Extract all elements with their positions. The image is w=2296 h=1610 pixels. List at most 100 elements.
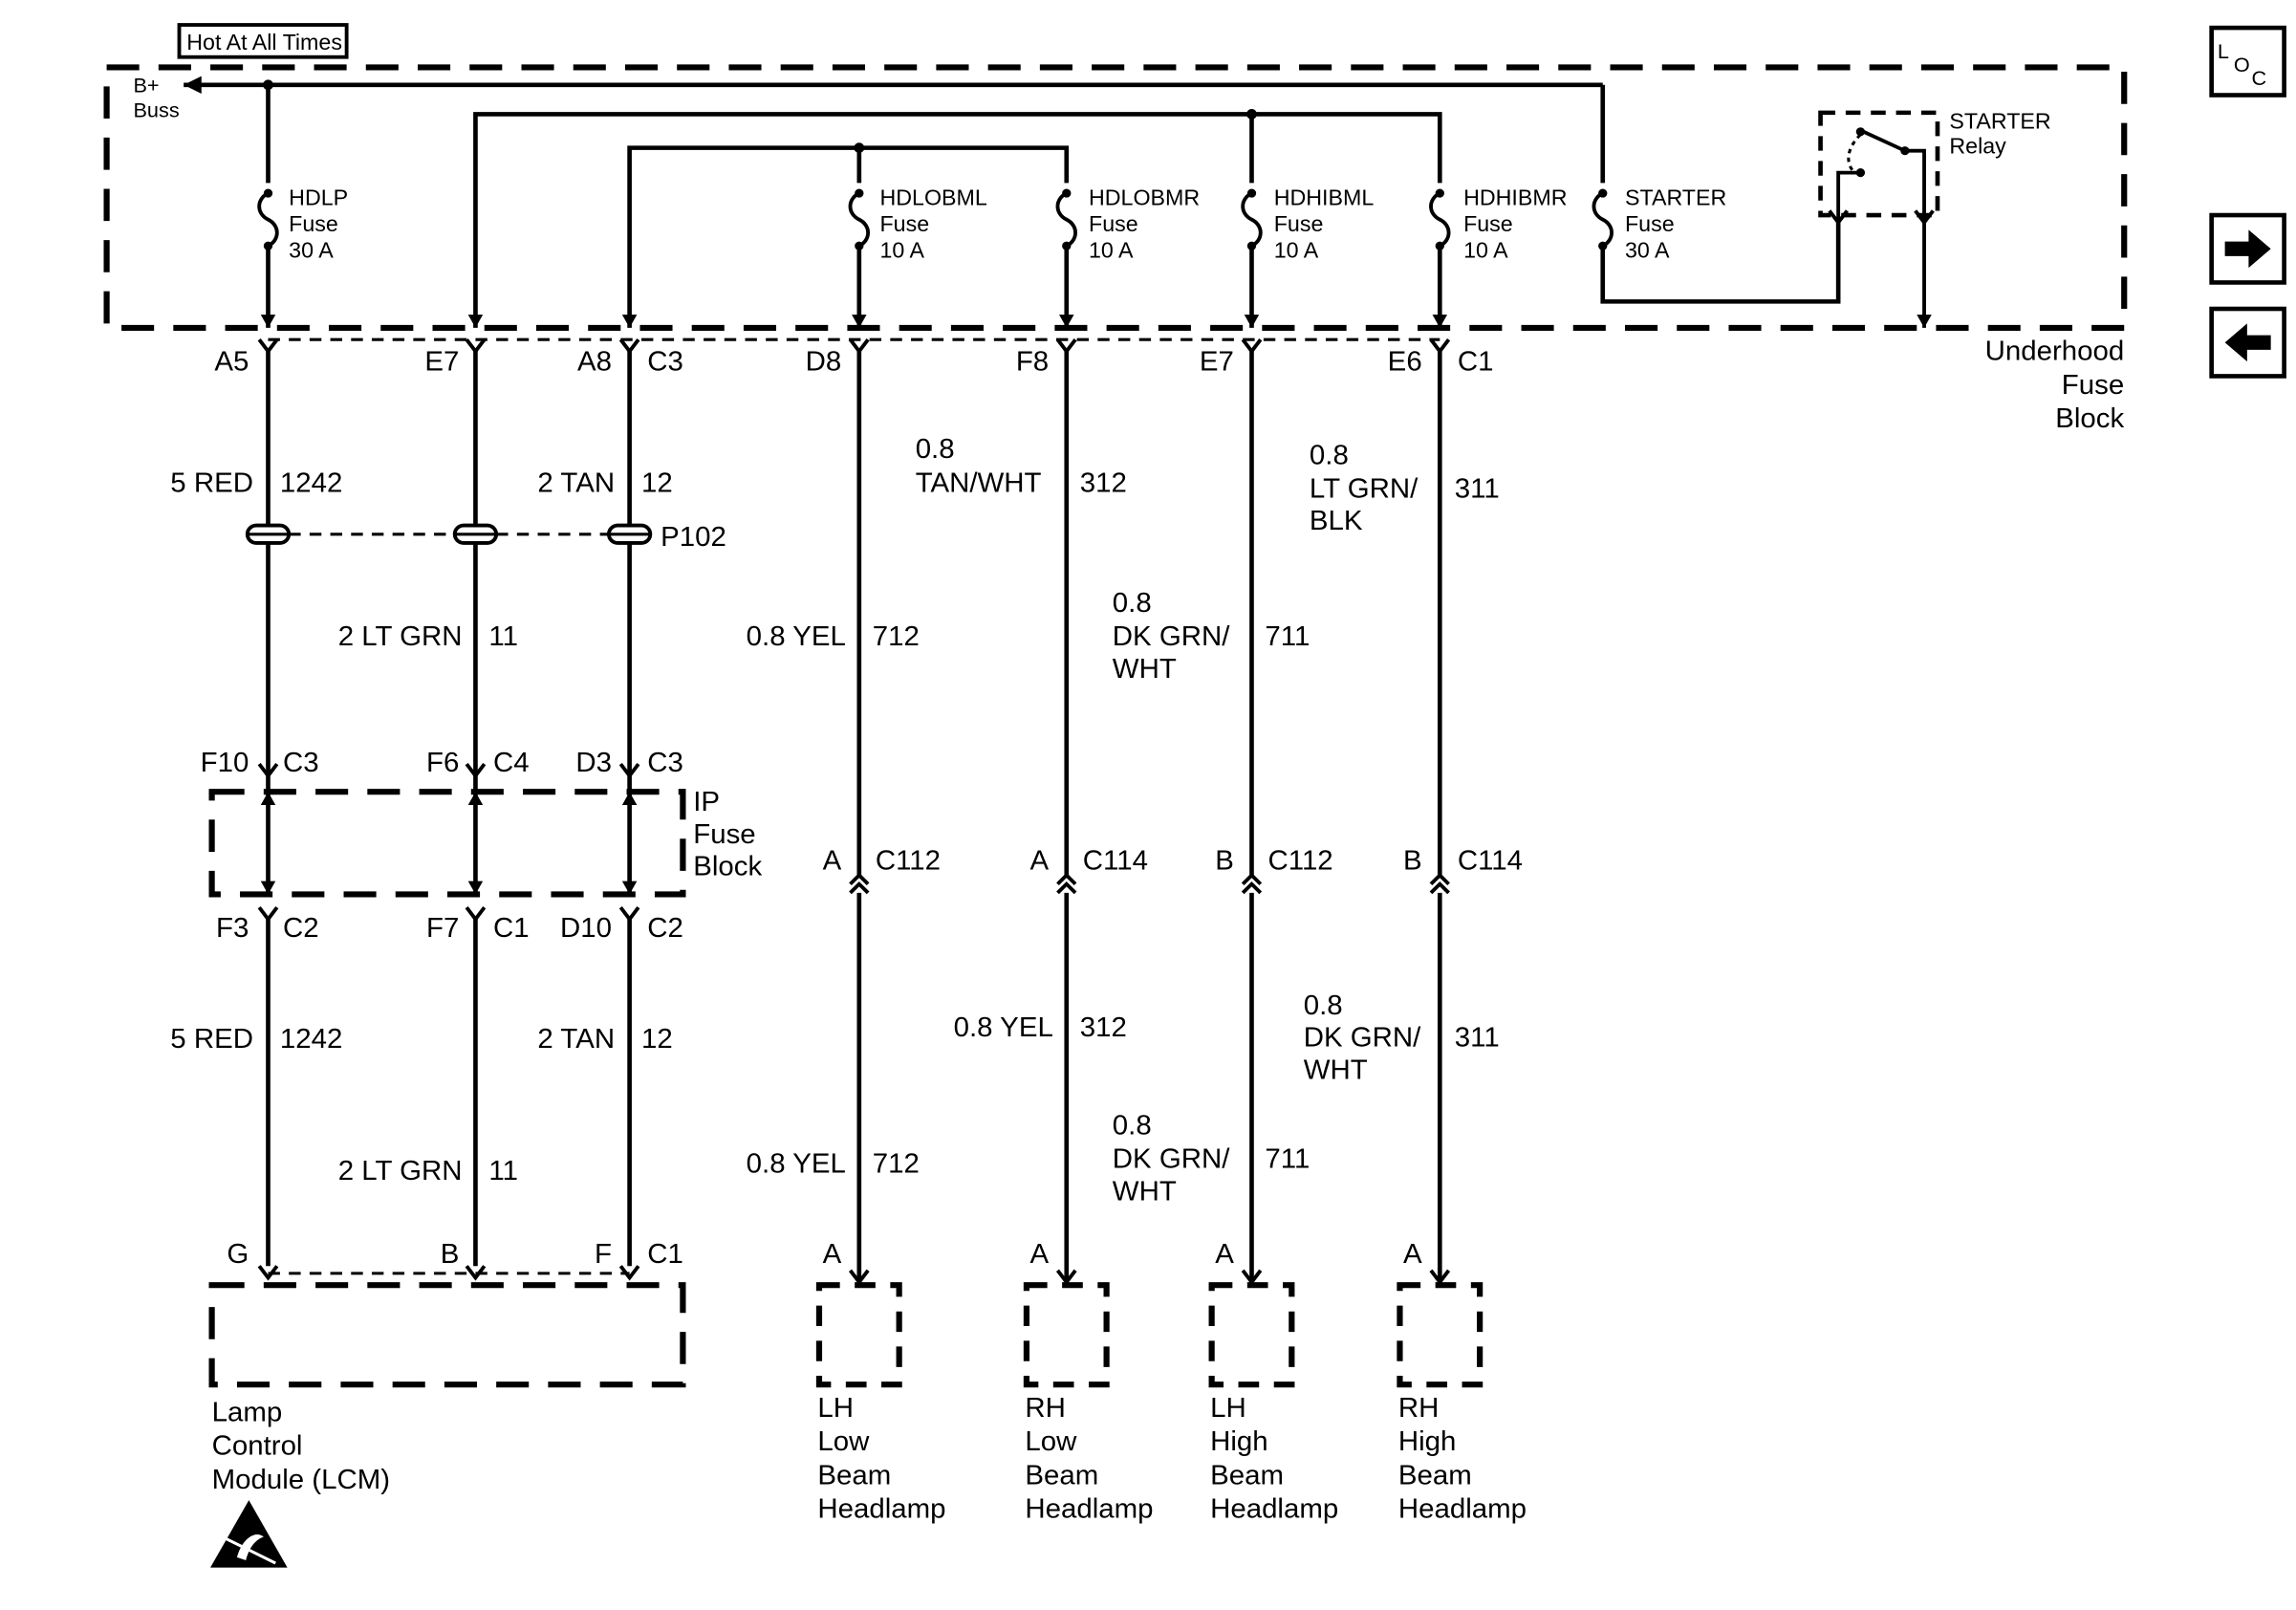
ip-conn-c3-b: C3 (647, 748, 683, 778)
wire-label-2ltgrn-mid: 2 LT GRN (338, 621, 463, 652)
hl1-label-2: Low (817, 1426, 870, 1457)
hl4-label-2: High (1398, 1426, 1457, 1457)
starter-fuse-icon (1592, 186, 1614, 252)
fuse-word-hdlobmr: Fuse (1089, 211, 1138, 236)
wire-label-2ltgrn-lower: 2 LT GRN (338, 1156, 463, 1186)
starter-relay-label-2: Relay (1949, 134, 2006, 159)
hl3-label-3: Beam (1210, 1460, 1284, 1490)
hdlobml-fuse-icon (848, 186, 871, 252)
lcm-pin-g: G (227, 1239, 249, 1270)
hl-pin-rh-low: A (1030, 1239, 1050, 1270)
hl3-label-1: LH (1210, 1393, 1246, 1424)
fuse-word-hdlobml: Fuse (880, 211, 930, 236)
hl-conn-c112-a: C112 (876, 846, 941, 877)
conn-label-d8: D8 (806, 346, 842, 377)
wire-circuit-311-lower: 311 (1455, 1023, 1500, 1054)
conn-label-c1-top: C1 (1458, 346, 1494, 377)
hl-conn-pin-3: B (1215, 846, 1234, 877)
wire-circuit-712-lower: 712 (873, 1148, 920, 1179)
wire-label-711-g2: DK GRN/ (1113, 621, 1231, 652)
hl2-label-1: RH (1025, 1393, 1066, 1424)
bbuss-arrow (184, 76, 202, 94)
wire-circuit-11-lower: 11 (488, 1156, 518, 1186)
wire-circuit-12-lower: 12 (641, 1024, 673, 1055)
arrow-left-icon[interactable] (2209, 306, 2286, 379)
ip-block-label-2: Fuse (693, 819, 755, 850)
wire-circuit-1242-upper: 1242 (280, 468, 342, 499)
wire-label-311-lower-g3: WHT (1304, 1055, 1368, 1085)
hl4-label-4: Headlamp (1398, 1494, 1527, 1525)
headlamp-box-lh-low (815, 1282, 902, 1388)
loc-icon-o: O (2234, 53, 2250, 76)
hl-conn-c114-b: C114 (1458, 846, 1523, 877)
hl-conn-pin-1: A (823, 846, 842, 877)
wire-label-711-g1: 0.8 (1113, 588, 1152, 619)
fuse-name-hdlp: HDLP (289, 185, 348, 209)
ip-fuse-block-outline (208, 789, 686, 898)
hl4-label-1: RH (1398, 1393, 1440, 1424)
hot-at-all-times-box (177, 23, 349, 59)
ip-conn-c4: C4 (493, 748, 530, 778)
underhood-label-3: Block (2055, 403, 2124, 434)
starter-relay-box (1818, 110, 1940, 218)
headlamp-box-lh-high (1208, 1282, 1295, 1388)
ip-block-label-1: IP (693, 787, 720, 817)
wire-circuit-12-upper: 12 (641, 468, 673, 499)
loc-icon[interactable]: L O C (2209, 25, 2286, 98)
fuse-rating-hdlobmr: 10 A (1089, 238, 1134, 263)
wire-circuit-1242-lower: 1242 (280, 1024, 342, 1055)
fuse-name-hdlobml: HDLOBML (880, 185, 987, 209)
headlamp-box-rh-high (1397, 1282, 1484, 1388)
p102-connector-12 (606, 523, 653, 545)
p102-label: P102 (661, 522, 726, 553)
hl-pin-lh-low: A (823, 1239, 842, 1270)
lcm-conn-c1: C1 (647, 1239, 683, 1270)
ip-conn-c3-a: C3 (283, 748, 319, 778)
lcm-label-1: Lamp (212, 1398, 283, 1428)
hdhibmr-fuse-icon (1429, 186, 1451, 252)
loc-icon-l: L (2218, 39, 2229, 63)
lcm-outline (208, 1282, 686, 1388)
ip-conn-c1: C1 (493, 913, 530, 944)
wire-label-312-g2: TAN/WHT (916, 468, 1042, 499)
conn-label-a8: A8 (577, 346, 612, 377)
hl-pin-rh-high: A (1403, 1239, 1422, 1270)
ip-block-label-3: Block (693, 852, 762, 882)
wire-circuit-311-upper: 311 (1455, 474, 1500, 505)
fuse-rating-hdhibml: 10 A (1274, 238, 1319, 263)
wire-label-08yel-312-lower: 0.8 YEL (954, 1012, 1053, 1043)
hl4-label-3: Beam (1398, 1460, 1472, 1490)
lcm-pin-f: F (595, 1239, 612, 1270)
conn-label-e6: E6 (1388, 346, 1422, 377)
hl-conn-pin-2: A (1030, 846, 1050, 877)
hl1-label-4: Headlamp (817, 1494, 945, 1525)
ip-conn-c2-a: C2 (283, 913, 319, 944)
starter-relay-label-1: STARTER (1949, 109, 2050, 134)
wire-circuit-312-lower: 312 (1080, 1012, 1127, 1043)
wire-label-2tan-lower: 2 TAN (537, 1024, 615, 1055)
wire-label-08yel-mid: 0.8 YEL (747, 621, 846, 652)
lcm-label-2: Control (212, 1431, 303, 1462)
hl-conn-pin-4: B (1403, 846, 1422, 877)
conn-label-e7-right: E7 (1200, 346, 1234, 377)
hl1-label-3: Beam (817, 1460, 891, 1490)
fuse-word-hdlp: Fuse (289, 211, 338, 236)
wire-circuit-711-lower: 711 (1265, 1144, 1310, 1175)
hdlobmr-fuse-icon (1055, 186, 1078, 252)
conn-label-e7-left: E7 (424, 346, 459, 377)
p102-connector-11 (452, 523, 499, 545)
feed-bus-2 (473, 112, 1442, 328)
wire-label-312-g1: 0.8 (916, 434, 955, 465)
loc-icon-c: C (2252, 66, 2267, 90)
fuse-name-hdhibmr: HDHIBMR (1463, 185, 1567, 209)
fuse-word-hdhibml: Fuse (1274, 211, 1324, 236)
hdhibml-fuse-icon (1241, 186, 1263, 252)
ip-conn-c2-b: C2 (647, 913, 683, 944)
arrow-right-icon[interactable] (2209, 212, 2286, 285)
conn-label-a5: A5 (214, 346, 249, 377)
ip-conn-f7: F7 (426, 913, 459, 944)
lcm-label-3: Module (LCM) (212, 1465, 390, 1495)
wire-circuit-712-mid: 712 (873, 621, 920, 652)
fuse-word-hdhibmr: Fuse (1463, 211, 1513, 236)
